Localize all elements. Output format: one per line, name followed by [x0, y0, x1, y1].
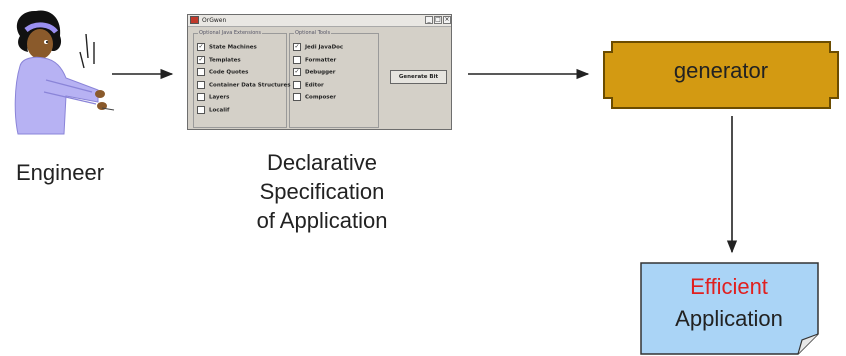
- checkbox-icon[interactable]: [293, 55, 301, 64]
- checkbox-icon[interactable]: [293, 93, 301, 101]
- java-extension-checkbox-label: Localif: [209, 107, 230, 113]
- java-extension-checkbox-row[interactable]: Code Quotes: [197, 68, 248, 77]
- checkbox-icon[interactable]: [293, 80, 301, 89]
- checkbox-icon[interactable]: ✓: [293, 68, 301, 76]
- app-icon: [190, 16, 199, 24]
- checkbox-icon[interactable]: [197, 68, 205, 76]
- java-extension-checkbox-row[interactable]: Layers: [197, 93, 229, 102]
- close-icon[interactable]: ×: [443, 16, 451, 24]
- checkbox-icon[interactable]: [197, 93, 205, 101]
- generate-button[interactable]: Generate Bit: [390, 70, 447, 84]
- java-extension-checkbox-row[interactable]: ✓ State Machines: [197, 43, 257, 52]
- document-line-application: Application: [675, 306, 783, 331]
- spec-label: Declarative Specification of Application: [232, 148, 412, 235]
- java-extensions-legend: Optional Java Extensions: [199, 30, 262, 36]
- engineer-figure-icon: [14, 10, 115, 135]
- engineer-label: Engineer: [15, 160, 105, 185]
- checkbox-icon[interactable]: [197, 105, 205, 114]
- generator-label: generator: [673, 58, 769, 83]
- checkbox-icon[interactable]: ✓: [197, 55, 205, 64]
- java-extension-checkbox-label: Container Data Structures: [209, 82, 291, 88]
- optional-tool-checkbox-label: Debugger: [305, 69, 336, 76]
- java-extension-checkbox-row[interactable]: Container Data Structures: [197, 80, 291, 90]
- document-line-efficient: Efficient: [690, 274, 768, 299]
- optional-tool-checkbox-label: Formatter: [305, 57, 337, 63]
- optional-tool-checkbox-row[interactable]: Composer: [293, 93, 336, 102]
- java-extension-checkbox-label: Code Quotes: [209, 69, 249, 76]
- java-extension-checkbox-row[interactable]: Localif: [197, 105, 230, 115]
- optional-tool-checkbox-row[interactable]: ✓ Debugger: [293, 68, 335, 77]
- optional-tool-checkbox-row[interactable]: ✓ Jedi JavaDoc: [293, 43, 343, 52]
- optional-tool-checkbox-row[interactable]: Editor: [293, 80, 324, 90]
- java-extension-checkbox-label: Templates: [209, 57, 241, 63]
- generator-box: [603, 41, 839, 109]
- window-titlebar: OrGwen _ □ ×: [188, 15, 451, 27]
- java-extension-checkbox-label: Layers: [209, 94, 230, 101]
- optional-tool-checkbox-row[interactable]: Formatter: [293, 55, 337, 65]
- maximize-icon[interactable]: □: [434, 16, 442, 24]
- checkbox-icon[interactable]: ✓: [197, 43, 205, 51]
- optional-tool-checkbox-label: Jedi JavaDoc: [305, 44, 344, 51]
- spec-label-line-3: of Application: [256, 208, 388, 233]
- optional-tool-checkbox-label: Composer: [305, 94, 336, 101]
- optional-tools-group: Optional Tools: [289, 30, 379, 128]
- optional-tool-checkbox-label: Editor: [305, 82, 324, 88]
- application-document: [640, 262, 819, 355]
- optional-tools-legend: Optional Tools: [295, 30, 331, 36]
- spec-app-window: OrGwen _ □ × Optional Java Extensions Op…: [187, 14, 452, 130]
- java-extension-checkbox-row[interactable]: ✓ Templates: [197, 55, 241, 65]
- checkbox-icon[interactable]: [197, 80, 205, 89]
- spec-label-line-1: Declarative: [266, 150, 378, 175]
- checkbox-icon[interactable]: ✓: [293, 43, 301, 51]
- java-extension-checkbox-label: State Machines: [209, 44, 257, 51]
- minimize-icon[interactable]: _: [425, 16, 433, 24]
- spec-label-line-2: Specification: [259, 179, 385, 204]
- java-extensions-group: Optional Java Extensions: [193, 30, 287, 128]
- window-title: OrGwen: [202, 17, 227, 24]
